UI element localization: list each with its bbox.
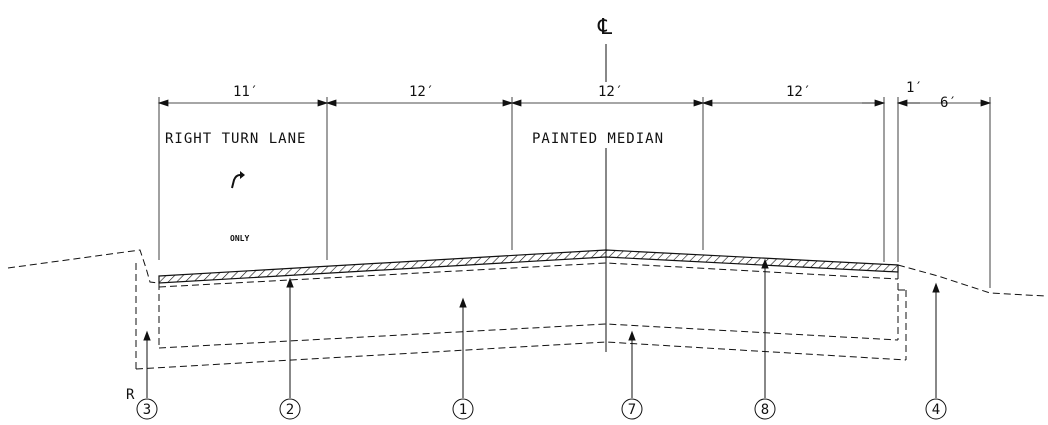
callout-7-number: 7 xyxy=(628,402,636,418)
dim-12ft-c: 12′ xyxy=(786,84,811,100)
dim-12ft-a: 12′ xyxy=(409,84,434,100)
extension-lines xyxy=(158,97,991,288)
callout-7: 7 xyxy=(621,398,643,420)
radius-label: R xyxy=(126,387,135,403)
callout-8: 8 xyxy=(754,398,776,420)
painted-median-label: PAINTED MEDIAN xyxy=(532,131,664,147)
centerline-symbol: ℄ xyxy=(597,15,613,40)
callout-2: 2 xyxy=(279,398,301,420)
pavement-layers xyxy=(7,249,1046,370)
centerline: ℄ xyxy=(597,15,613,352)
dim-6ft: 6′ xyxy=(940,95,957,111)
callout-1: 1 xyxy=(452,398,474,420)
callout-3-number: 3 xyxy=(143,402,151,418)
asphalt-surface-layer xyxy=(158,249,899,284)
callout-8-number: 8 xyxy=(761,402,769,418)
callout-4-number: 4 xyxy=(932,402,940,418)
right-turn-lane-label: RIGHT TURN LANE xyxy=(165,131,306,147)
callout-2-number: 2 xyxy=(286,402,294,418)
dim-12ft-b: 12′ xyxy=(598,84,623,100)
dim-11ft: 11′ xyxy=(233,84,258,100)
callout-4: 4 xyxy=(925,398,947,420)
callout-3: 3 xyxy=(136,398,158,420)
dim-1ft: 1′ xyxy=(906,80,923,96)
only-pavement-marking: ONLY xyxy=(230,234,249,243)
callout-1-number: 1 xyxy=(459,402,467,418)
right-turn-arrow-icon xyxy=(231,171,245,189)
dimension-lines xyxy=(157,99,992,107)
leader-arrows xyxy=(143,258,940,398)
